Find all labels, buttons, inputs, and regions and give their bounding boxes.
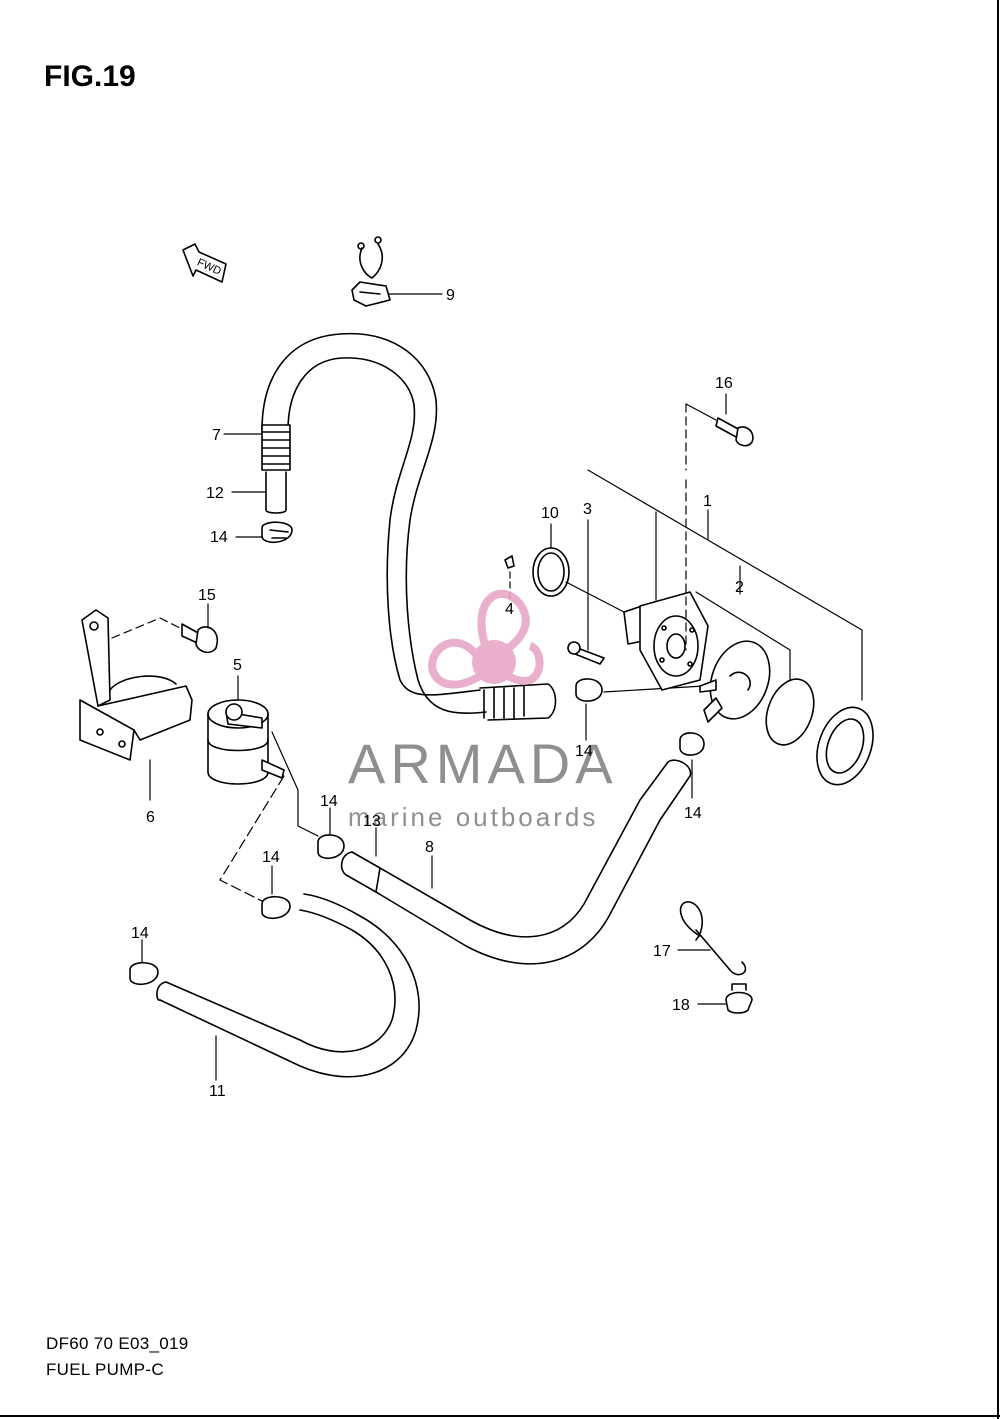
hose-clamp-14-far-left: [129, 961, 159, 985]
hose-clip-part-9: [351, 236, 391, 307]
callout-1: 1: [703, 493, 712, 510]
frame-border-bottom: [0, 1415, 1000, 1417]
diagram-code: DF60 70 E03_019: [46, 1334, 189, 1353]
callout-17: 17: [653, 943, 671, 960]
callout-6: 6: [146, 809, 155, 826]
callout-7: 7: [212, 427, 221, 444]
fuel-hose-part-11: [156, 893, 420, 1078]
callout-14-right: 14: [684, 805, 702, 822]
bolt-part-15: [181, 623, 219, 654]
fuel-pump-part-1: [623, 591, 709, 691]
pin-part-4: [504, 555, 515, 569]
callout-13: 13: [363, 813, 381, 830]
hose-clamp-14-pump: [679, 732, 705, 756]
gasket-part-2b: [816, 706, 874, 786]
hose-clamp-14-top: [261, 521, 293, 543]
watermark-tagline: marine outboards: [348, 802, 598, 832]
callout-4: 4: [505, 601, 514, 618]
callout-11: 11: [209, 1083, 226, 1100]
diagram-name: FUEL PUMP-C: [46, 1360, 164, 1379]
callout-2: 2: [735, 579, 744, 596]
fuel-hose-part-7: [261, 332, 557, 721]
hose-clamp-14-lower: [261, 895, 291, 919]
callout-14-mid: 14: [320, 793, 338, 810]
callout-8: 8: [425, 839, 434, 856]
hose-clamp-14-center: [575, 678, 603, 702]
propeller-logo-icon: [428, 589, 544, 689]
fuel-hose-part-8: [340, 759, 692, 965]
grommet-part-18: [725, 983, 753, 1014]
filter-bracket-part-6: [79, 609, 193, 761]
armada-watermark: ARMADA marine outboards: [348, 589, 618, 832]
callout-16: 16: [715, 375, 733, 392]
callout-labels: 1 2 3 4 5 6 7 8 9 10 11 12 13 14 14 14 1…: [131, 287, 744, 1100]
callout-14-far-left: 14: [131, 925, 149, 942]
o-ring-part-10: [532, 547, 570, 597]
wire-clip-part-17: [679, 901, 747, 976]
pump-cover-part-2: [699, 640, 771, 723]
callout-5: 5: [233, 657, 242, 674]
callout-14-top: 14: [210, 529, 228, 546]
callout-10: 10: [541, 505, 559, 522]
frame-border-right: [997, 0, 999, 1419]
callout-14-lower: 14: [262, 849, 280, 866]
figure-title: FIG.19: [44, 60, 136, 93]
screw-part-3: [567, 641, 605, 665]
fwd-arrow-icon: FWD: [182, 243, 227, 283]
callout-18: 18: [672, 997, 690, 1014]
callout-9: 9: [446, 287, 455, 304]
callout-12: 12: [206, 485, 224, 502]
watermark-brand: ARMADA: [348, 732, 618, 795]
fuel-filter-part-5: [207, 699, 285, 785]
callout-15: 15: [198, 587, 216, 604]
bolt-part-16: [715, 417, 754, 447]
callout-3: 3: [583, 501, 592, 518]
gasket-part-2a: [765, 678, 815, 746]
hose-clamp-14-mid: [317, 834, 345, 859]
callout-14-center: 14: [575, 743, 593, 760]
